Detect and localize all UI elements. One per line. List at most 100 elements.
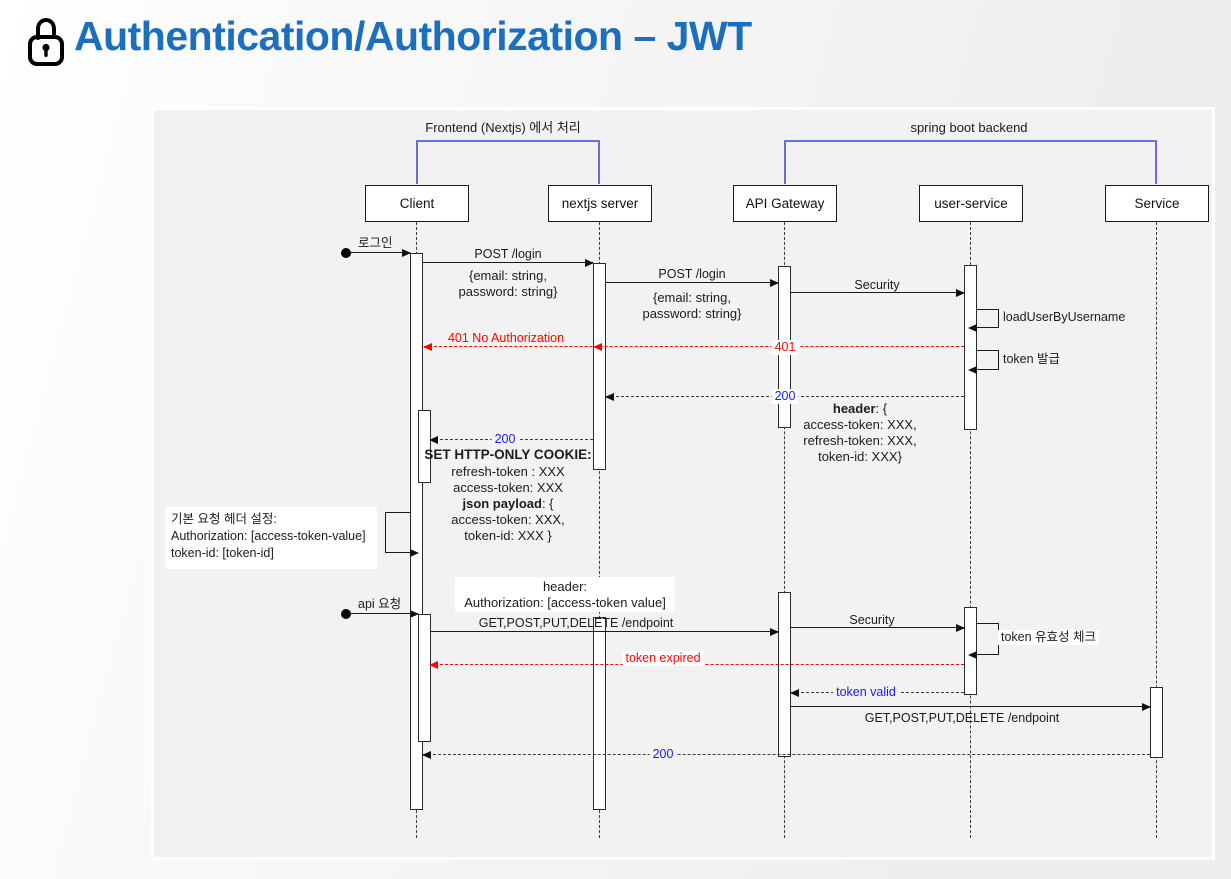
arrowhead [968,651,977,659]
selfcall-label-token-check: token 유효성 체크 [998,630,1100,645]
message-body-line: {email: string, [652,290,732,305]
frontend-bracket-line [598,140,600,184]
note-line: header: [542,579,588,594]
message-401-return [423,343,964,351]
backend-bracket-line [784,140,786,184]
selfcall-token-check-loop [968,623,999,659]
arrowhead [956,624,965,632]
message-label-login-entry: 로그인 [358,236,393,250]
message-security-2 [791,624,965,632]
selfcall-load-user-loop [968,309,999,332]
participant-client: Client [365,185,469,222]
arrowhead [770,279,779,287]
cookie-block-line: SET HTTP-ONLY COOKIE: [424,447,592,462]
arrowhead [968,366,977,374]
cookie-json-payload-brace: : { [541,496,554,511]
backend-bracket-line [784,140,1157,142]
note-line: 기본 요청 헤더 설정: [171,512,277,526]
message-body-line: password: string} [458,284,558,299]
message-label-token-valid: token valid [833,685,899,700]
arrowhead [410,610,419,618]
note-line: Authorization: [access-token value] [464,595,666,610]
arrowhead [429,661,438,669]
activation-userservice-1 [964,265,977,430]
arrowhead [956,289,965,297]
lifeline-nextjs-server [599,222,600,838]
message-label-token-expired: token expired [622,651,704,666]
message-login-entry [348,249,411,257]
message-endpoint-call-2 [791,703,1151,711]
message-post-login-2 [606,279,779,287]
response-header-line: access-token: XXX, [803,417,917,432]
cookie-block-line: access-token: XXX [453,480,563,495]
message-label-security: Security [854,278,900,292]
lifeline-service [1156,222,1157,838]
arrowhead [585,259,594,267]
participant-user-service: user-service [919,185,1023,222]
page-title: Authentication/Authorization – JWT [74,13,752,59]
arrowhead [593,343,602,351]
message-label-200: 200 [649,747,677,762]
activation-client-nested-2 [418,614,431,742]
message-label-post-login: POST /login [658,267,726,281]
cookie-block-line: refresh-token : XXX [451,464,565,479]
arrowhead [402,249,411,257]
backend-bracket-line [1155,140,1157,184]
group-label-frontend: Frontend (Nextjs) 에서 처리 [425,120,581,135]
cookie-block-line: json payload: { [462,496,553,512]
message-label-post-login: POST /login [474,247,542,261]
message-label-endpoint-call: GET,POST,PUT,DELETE /endpoint [864,711,1060,725]
message-label-200: 200 [771,389,799,404]
cookie-block-line: token-id: XXX } [464,528,552,543]
arrowhead [410,549,419,557]
activation-apigateway-2 [778,592,791,757]
message-label-endpoint-call: GET,POST,PUT,DELETE /endpoint [478,616,674,630]
response-header-line: refresh-token: XXX, [803,433,917,448]
group-label-backend: spring boot backend [910,120,1028,135]
arrowhead [423,343,432,351]
arrowhead [790,689,799,697]
diagram-panel [151,107,1215,860]
selfcall-label-token-issue: token 발급 [1003,352,1061,366]
selfcall-set-default-headers-loop [385,512,419,557]
participant-api-gateway: API Gateway [733,185,837,222]
arrowhead [770,628,779,636]
arrowhead [429,436,438,444]
message-label-401: 401 [771,340,799,355]
lock-icon [28,17,64,66]
frontend-bracket-line [416,140,600,142]
message-label-api-entry: api 요청 [358,597,402,611]
lifeline-user-service [970,222,971,838]
note-line: Authorization: [access-token-value] [171,529,366,543]
cookie-block-line: access-token: XXX, [451,512,565,527]
message-body-line: {email: string, [468,268,548,283]
message-200-final-return [422,751,1150,759]
entry-point-dot [341,248,351,258]
participant-service: Service [1105,185,1209,222]
response-header-key: header [832,401,876,416]
message-label-401-full: 401 No Authorization [447,331,565,345]
activation-client-nested-1 [418,410,431,483]
entry-point-dot [341,609,351,619]
response-header-line: token-id: XXX} [818,449,902,464]
message-body-line: password: string} [642,306,742,321]
arrowhead [1142,703,1151,711]
message-endpoint-call-1 [430,628,779,636]
activation-service-1 [1150,687,1163,758]
response-header-block: header: { [833,401,887,417]
selfcall-token-issue-loop [968,350,999,374]
arrowhead [968,324,977,332]
message-post-login-1 [423,259,594,267]
frontend-bracket-line [416,140,418,184]
note-default-request-header: 기본 요청 헤더 설정: Authorization: [access-toke… [165,507,377,569]
lifeline-api-gateway [784,222,785,838]
selfcall-label-load-user: loadUserByUsername [1003,310,1126,324]
note-request-header [455,577,675,612]
response-header-brace: : { [875,401,888,416]
participant-nextjs-server: nextjs server [548,185,652,222]
activation-nextjs-1 [593,263,606,470]
message-label-200: 200 [491,432,519,447]
message-label-security: Security [849,613,895,627]
arrowhead [422,751,431,759]
cookie-json-payload-key: json payload [462,496,542,511]
